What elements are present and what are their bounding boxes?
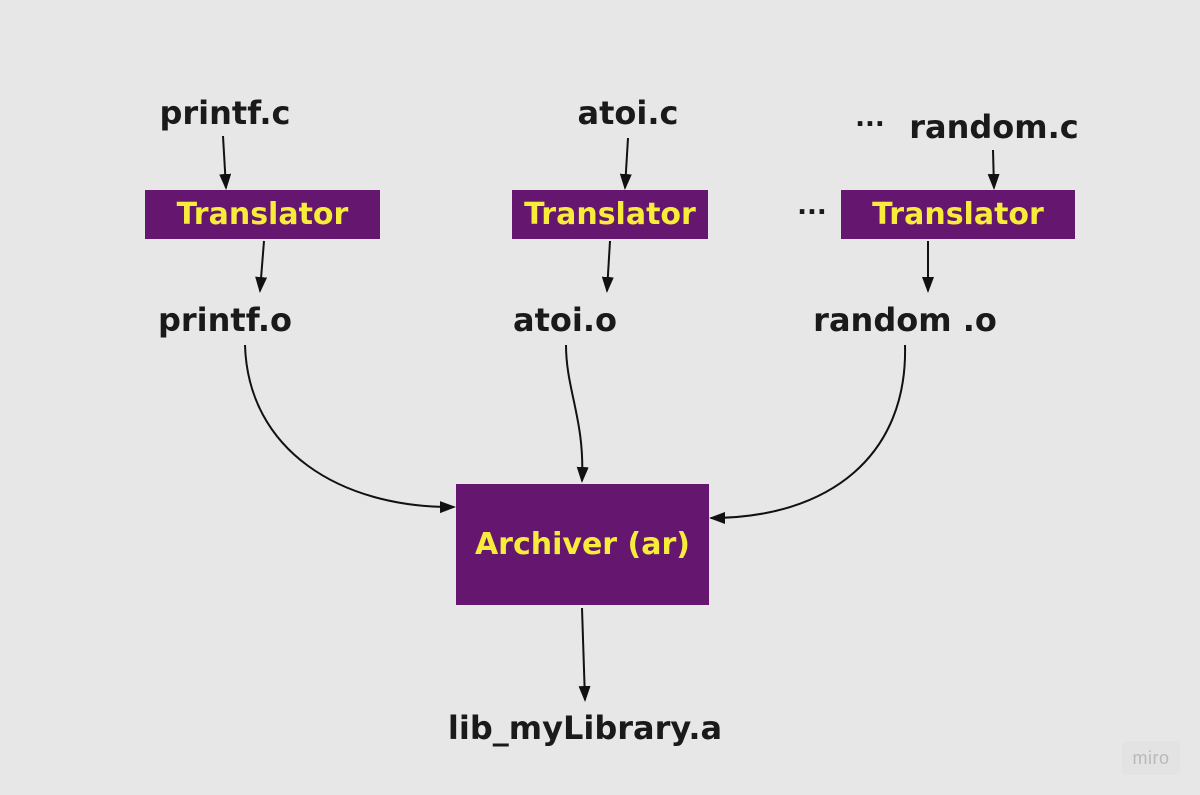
- source-printf-c: printf.c: [159, 94, 291, 132]
- object-atoi-o: atoi.o: [513, 301, 617, 339]
- translator-label: Translator: [176, 196, 349, 232]
- arrow-archiver-to-output: [578, 607, 591, 702]
- arrow-translator-to-atoi-o: [601, 240, 614, 293]
- object-random-o: random .o: [813, 301, 997, 339]
- translator-box-printf: Translator: [145, 190, 380, 239]
- arrow-printf-o-to-archiver: [244, 344, 456, 514]
- object-printf-o: printf.o: [157, 301, 293, 339]
- miro-watermark: miro: [1122, 741, 1180, 775]
- arrow-translator-to-printf-o: [255, 240, 268, 293]
- arrow-random-o-to-archiver: [709, 344, 907, 524]
- archiver-label: Archiver (ar): [474, 526, 691, 562]
- translator-box-atoi: Translator: [512, 190, 708, 239]
- ellipsis-translators: ...: [797, 191, 827, 221]
- translator-label: Translator: [872, 196, 1044, 232]
- arrow-random-c-to-translator: [987, 149, 1000, 190]
- output-library: lib_myLibrary.a: [447, 709, 723, 747]
- translator-box-random: Translator: [841, 190, 1075, 239]
- source-random-c: random.c: [909, 108, 1079, 146]
- source-atoi-c: atoi.c: [577, 94, 679, 132]
- arrow-atoi-c-to-translator: [619, 137, 632, 190]
- ellipsis-sources: ...: [855, 103, 885, 133]
- translator-label: Translator: [524, 196, 696, 232]
- archiver-box: Archiver (ar): [456, 484, 709, 605]
- arrow-atoi-o-to-archiver: [565, 344, 589, 483]
- arrow-printf-c-to-translator: [219, 135, 232, 190]
